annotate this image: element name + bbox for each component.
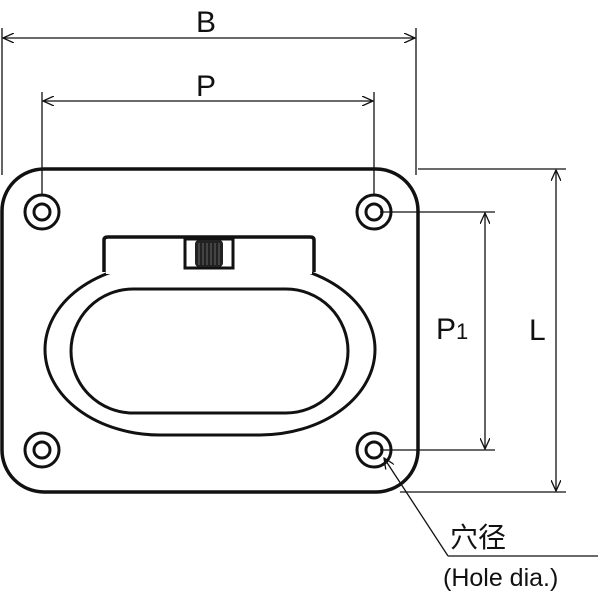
base-plate — [0, 167, 420, 494]
hole-dia-label-jp: 穴径 — [450, 522, 507, 553]
spring-clip — [183, 237, 235, 270]
dimension-label-p1: P1 — [436, 315, 468, 345]
dimension-label-l: L — [529, 314, 546, 347]
dimension-label-p: P — [196, 70, 217, 103]
p1-subscript: 1 — [456, 319, 469, 344]
hole-dia-label-en: (Hole dia.) — [443, 564, 559, 592]
p1-main: P — [436, 313, 457, 346]
handle-inner — [69, 287, 350, 415]
dimension-lines — [1, 28, 598, 557]
dimension-label-b: B — [196, 6, 217, 39]
